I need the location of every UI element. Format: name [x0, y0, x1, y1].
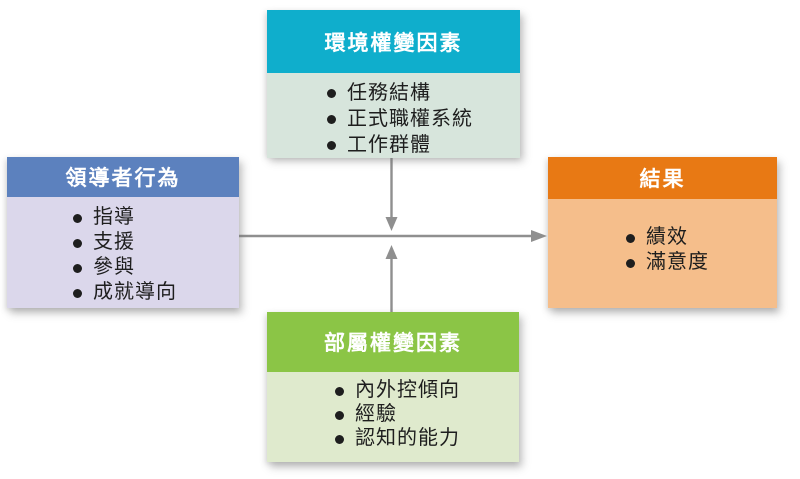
list-item: 績效	[626, 225, 771, 250]
box-environment-header: 環境權變因素	[267, 10, 520, 73]
list-item: 支援	[73, 230, 233, 255]
box-subordinate-title: 部屬權變因素	[324, 332, 462, 355]
box-leader-header: 領導者行為	[7, 157, 239, 197]
box-leader-body: 指導 支援 參與 成就導向	[7, 197, 239, 308]
list-item: 成就導向	[73, 280, 233, 305]
box-environment-factors: 環境權變因素 任務結構 正式職權系統 工作群體	[267, 10, 520, 158]
box-subordinate-factors: 部屬權變因素 內外控傾向 經驗 認知的能力	[267, 312, 519, 462]
box-subordinate-list: 內外控傾向 經驗 認知的能力	[267, 372, 519, 450]
list-item: 指導	[73, 205, 233, 230]
arrow-environment-down	[385, 156, 398, 231]
box-outcomes-header: 結果	[548, 157, 777, 199]
list-item: 認知的能力	[335, 426, 513, 450]
box-subordinate-body: 內外控傾向 經驗 認知的能力	[267, 372, 519, 462]
box-leader-behavior: 領導者行為 指導 支援 參與 成就導向	[7, 157, 239, 308]
box-outcomes-body: 績效 滿意度	[548, 199, 777, 308]
box-leader-list: 指導 支援 參與 成就導向	[7, 197, 239, 305]
list-item: 經驗	[335, 402, 513, 426]
box-outcomes-list: 績效 滿意度	[548, 199, 777, 275]
list-item: 正式職權系統	[327, 106, 514, 132]
list-item: 參與	[73, 255, 233, 280]
box-environment-list: 任務結構 正式職權系統 工作群體	[267, 73, 520, 158]
list-item: 任務結構	[327, 80, 514, 106]
box-outcomes: 結果 績效 滿意度	[548, 157, 777, 308]
box-environment-title: 環境權變因素	[324, 31, 463, 55]
list-item: 滿意度	[626, 250, 771, 275]
list-item: 內外控傾向	[335, 378, 513, 402]
arrow-leader-to-outcomes	[239, 230, 547, 242]
arrow-subordinate-up	[385, 245, 398, 312]
box-environment-body: 任務結構 正式職權系統 工作群體	[267, 73, 520, 158]
box-subordinate-header: 部屬權變因素	[267, 312, 519, 372]
box-leader-title: 領導者行為	[65, 167, 181, 190]
list-item: 工作群體	[327, 132, 514, 158]
box-outcomes-title: 結果	[639, 168, 686, 191]
